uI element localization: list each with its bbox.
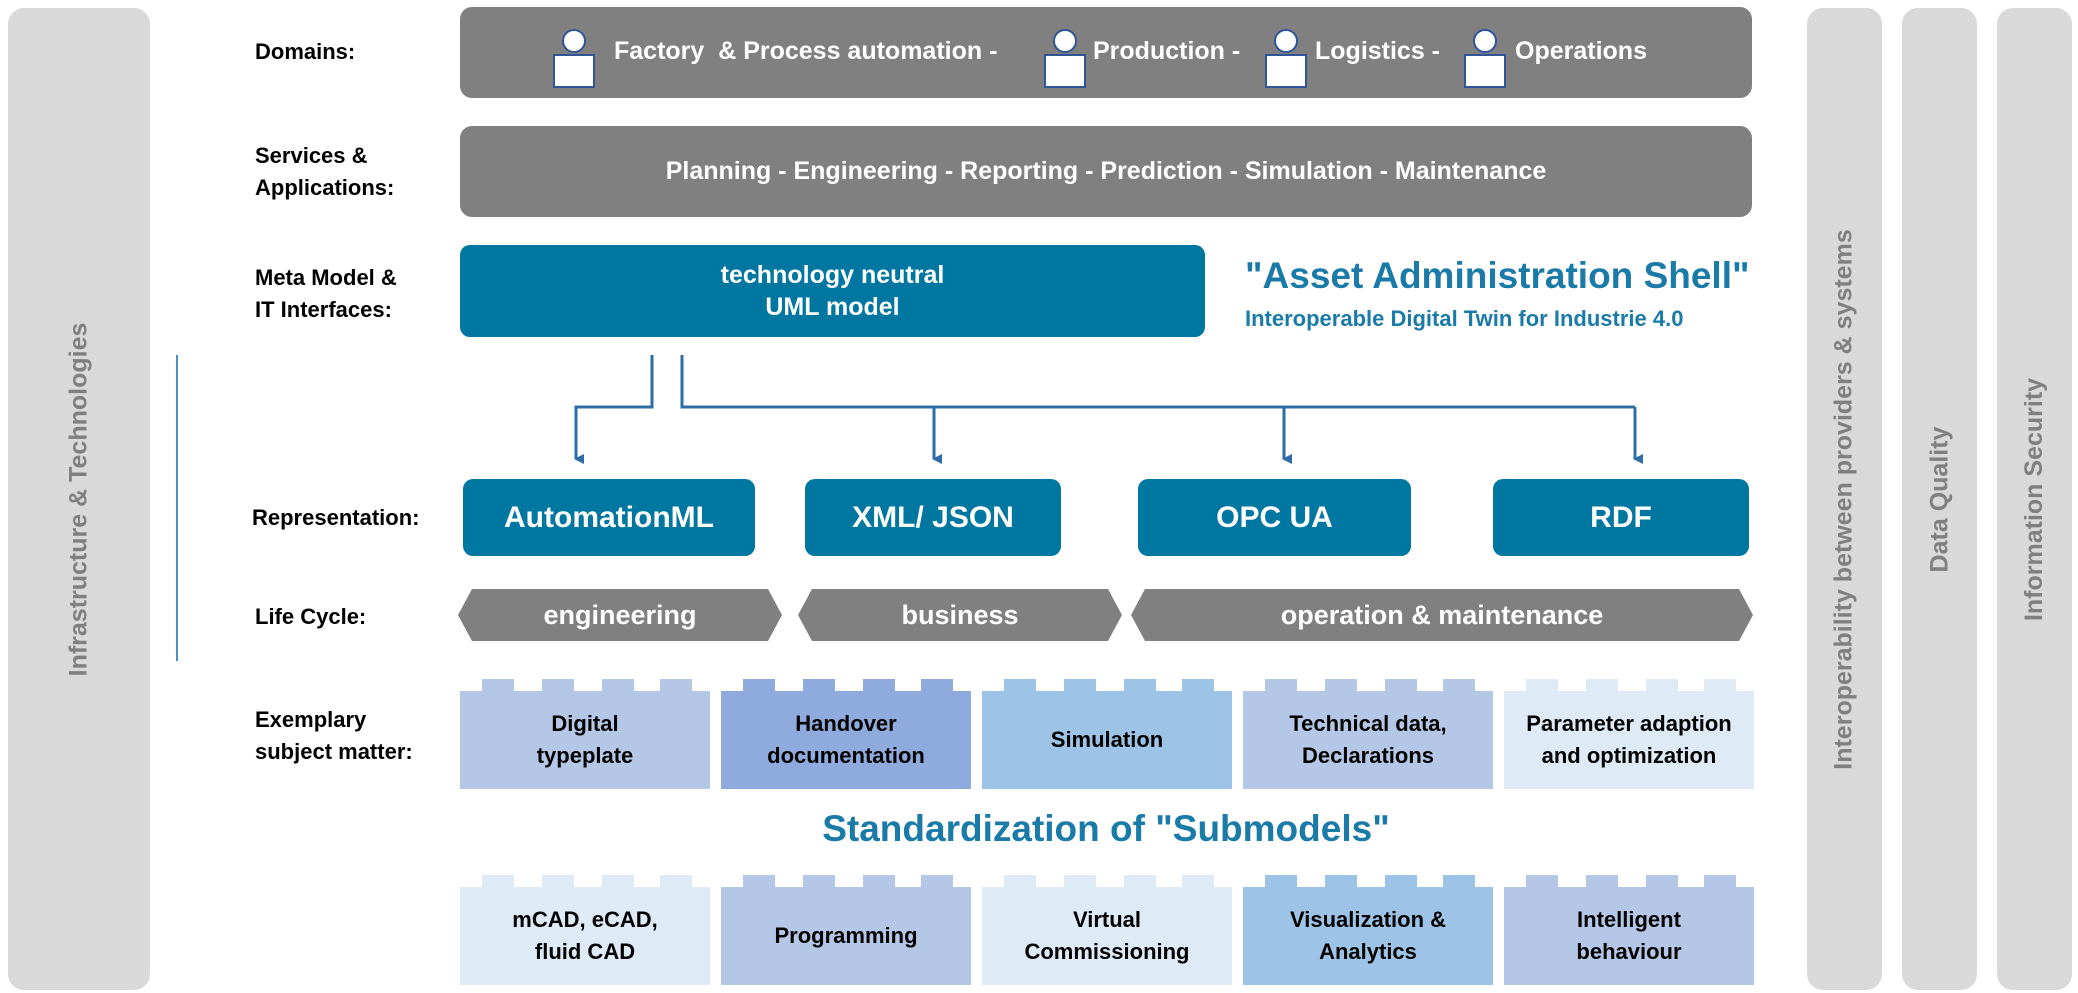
submodel-brick: Visualization & Analytics [1243,875,1493,985]
lifecycle-operation: operation & maintenance [1131,589,1753,641]
submodel-brick: mCAD, eCAD, fluid CAD [460,875,710,985]
pillar-data-quality: Data Quality [1902,8,1977,990]
submodel-brick: Simulation [982,679,1232,789]
label-subject-matter: Exemplary subject matter: [255,707,413,764]
standardization-title: Standardization of "Submodels" [822,808,1390,849]
submodel-brick: Handover documentation [721,679,971,789]
aas-title: "Asset Administration Shell" [1245,255,1750,296]
person-icon [1464,29,1506,88]
services-bar: Planning - Engineering - Reporting - Pre… [460,126,1752,217]
pillar-information-security: Information Security [1997,8,2072,990]
submodel-brick: Parameter adaption and optimization [1504,679,1754,789]
services-text: Planning - Engineering - Reporting - Pre… [665,157,1547,185]
submodel-brick: Intelligent behaviour [1504,875,1754,985]
submodel-brick: Programming [721,875,971,985]
domains-bar: Factory & Process automation - Productio… [460,7,1752,98]
arrow-automationml [574,355,654,464]
submodel-brick: Virtual Commissioning [982,875,1232,985]
rep-automationml: AutomationML [463,479,755,556]
submodel-brick: Digital typeplate [460,679,710,789]
rep-rdf: RDF [1493,479,1749,556]
uml-model-line2: UML model [765,293,900,321]
pillar-divider [176,355,178,661]
rep-xml-json: XML/ JSON [805,479,1061,556]
person-icon [1044,29,1086,88]
pillar-infrastructure: Infrastructure & Technologies [8,8,150,990]
domain-factory: Factory & Process automation - [614,37,998,65]
person-icon [553,29,595,88]
rep-opc-ua: OPC UA [1138,479,1411,556]
aas-subtitle: Interoperable Digital Twin for Industrie… [1245,306,1684,331]
label-representation: Representation: [252,505,420,530]
submodel-brick: Technical data, Declarations [1243,679,1493,789]
lifecycle-business: business [798,589,1122,641]
arrow-connector-main [680,355,1635,409]
uml-model-box: technology neutral UML model [460,245,1205,337]
domain-production: Production - [1093,37,1241,65]
label-meta-model: Meta Model & IT Interfaces: [255,265,397,322]
domain-operations: Operations [1515,37,1647,65]
label-lifecycle: Life Cycle: [255,604,367,629]
label-domains: Domains: [255,39,356,64]
domain-logistics: Logistics - [1315,37,1441,65]
pillar-interoperability: Interoperability between providers & sys… [1807,8,1882,990]
uml-model-line1: technology neutral [720,261,945,289]
person-icon [1265,29,1307,88]
lifecycle-engineering: engineering [458,589,782,641]
label-services: Services & Applications: [255,143,395,200]
